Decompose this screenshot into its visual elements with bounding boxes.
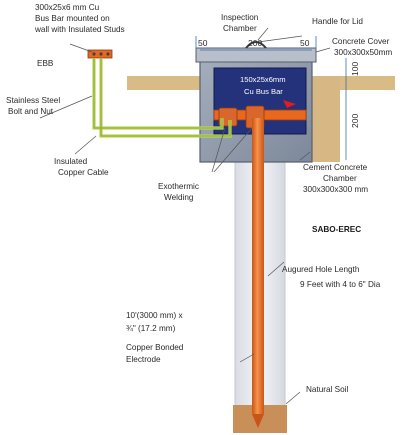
label-cover-2: 300x300x50mm xyxy=(334,48,392,57)
label-chamber-1: Cement Concrete xyxy=(303,163,368,172)
red-arrow-icon xyxy=(283,100,296,108)
concrete-cover xyxy=(195,47,317,63)
labels: 300x25x6 mm Cu Bus Bar mounted on wall w… xyxy=(6,3,392,394)
label-electrode-2: ¾" (17.2 mm) xyxy=(126,324,176,333)
dim-right-gap: 50 xyxy=(300,38,310,48)
electrode-rod xyxy=(252,118,264,414)
label-inspection-1: Inspection xyxy=(221,13,259,22)
label-chamber-2: Chamber xyxy=(323,174,357,183)
dim-left-gap: 50 xyxy=(198,38,208,48)
dim-chamber-depth: 200 xyxy=(350,114,360,128)
dimension-top xyxy=(195,36,317,51)
label-inner-bar-2: Cu Bus Bar xyxy=(244,87,283,96)
label-electrode-1: 10'(3000 mm) x xyxy=(126,311,183,320)
label-bus-bar-wall-3: wall with Insulated Studs xyxy=(34,25,125,34)
label-hole-2: 9 Feet with 4 to 6" Dia xyxy=(300,280,381,289)
dim-width: 200 xyxy=(248,38,262,48)
label-inspection-2: Chamber xyxy=(223,24,257,33)
label-cable-2: Copper Cable xyxy=(58,168,109,177)
label-bus-bar-wall-2: Bus Bar mounted on xyxy=(35,14,110,23)
label-soil: Natural Soil xyxy=(306,385,349,394)
label-electrode-4: Electrode xyxy=(126,355,161,364)
label-welding-2: Welding xyxy=(164,193,194,202)
dim-cover-thickness: 100 xyxy=(350,62,360,76)
label-handle: Handle for Lid xyxy=(312,17,363,26)
label-bus-bar-wall-1: 300x25x6 mm Cu xyxy=(35,3,100,12)
label-ebb: EBB xyxy=(37,59,54,68)
label-bolt-1: Stainless Steel xyxy=(6,96,60,105)
label-cover-1: Concrete Cover xyxy=(332,37,390,46)
label-chamber-3: 300x300x300 mm xyxy=(303,185,368,194)
label-brand: SABO-EREC xyxy=(312,225,361,234)
electrode-tip xyxy=(252,414,264,428)
leader-lines xyxy=(39,27,331,405)
earth-fill-right xyxy=(312,76,340,162)
label-electrode-3: Copper Bonded xyxy=(126,343,184,352)
label-welding-1: Exothermic xyxy=(158,182,199,191)
label-bolt-2: Bolt and Nut xyxy=(8,107,54,116)
label-cable-1: Insulated xyxy=(54,157,88,166)
label-inner-bar-1: 150x25x6mm xyxy=(240,75,286,84)
lid-handle xyxy=(245,41,267,49)
label-hole-1: Augured Hole Length xyxy=(282,265,360,274)
